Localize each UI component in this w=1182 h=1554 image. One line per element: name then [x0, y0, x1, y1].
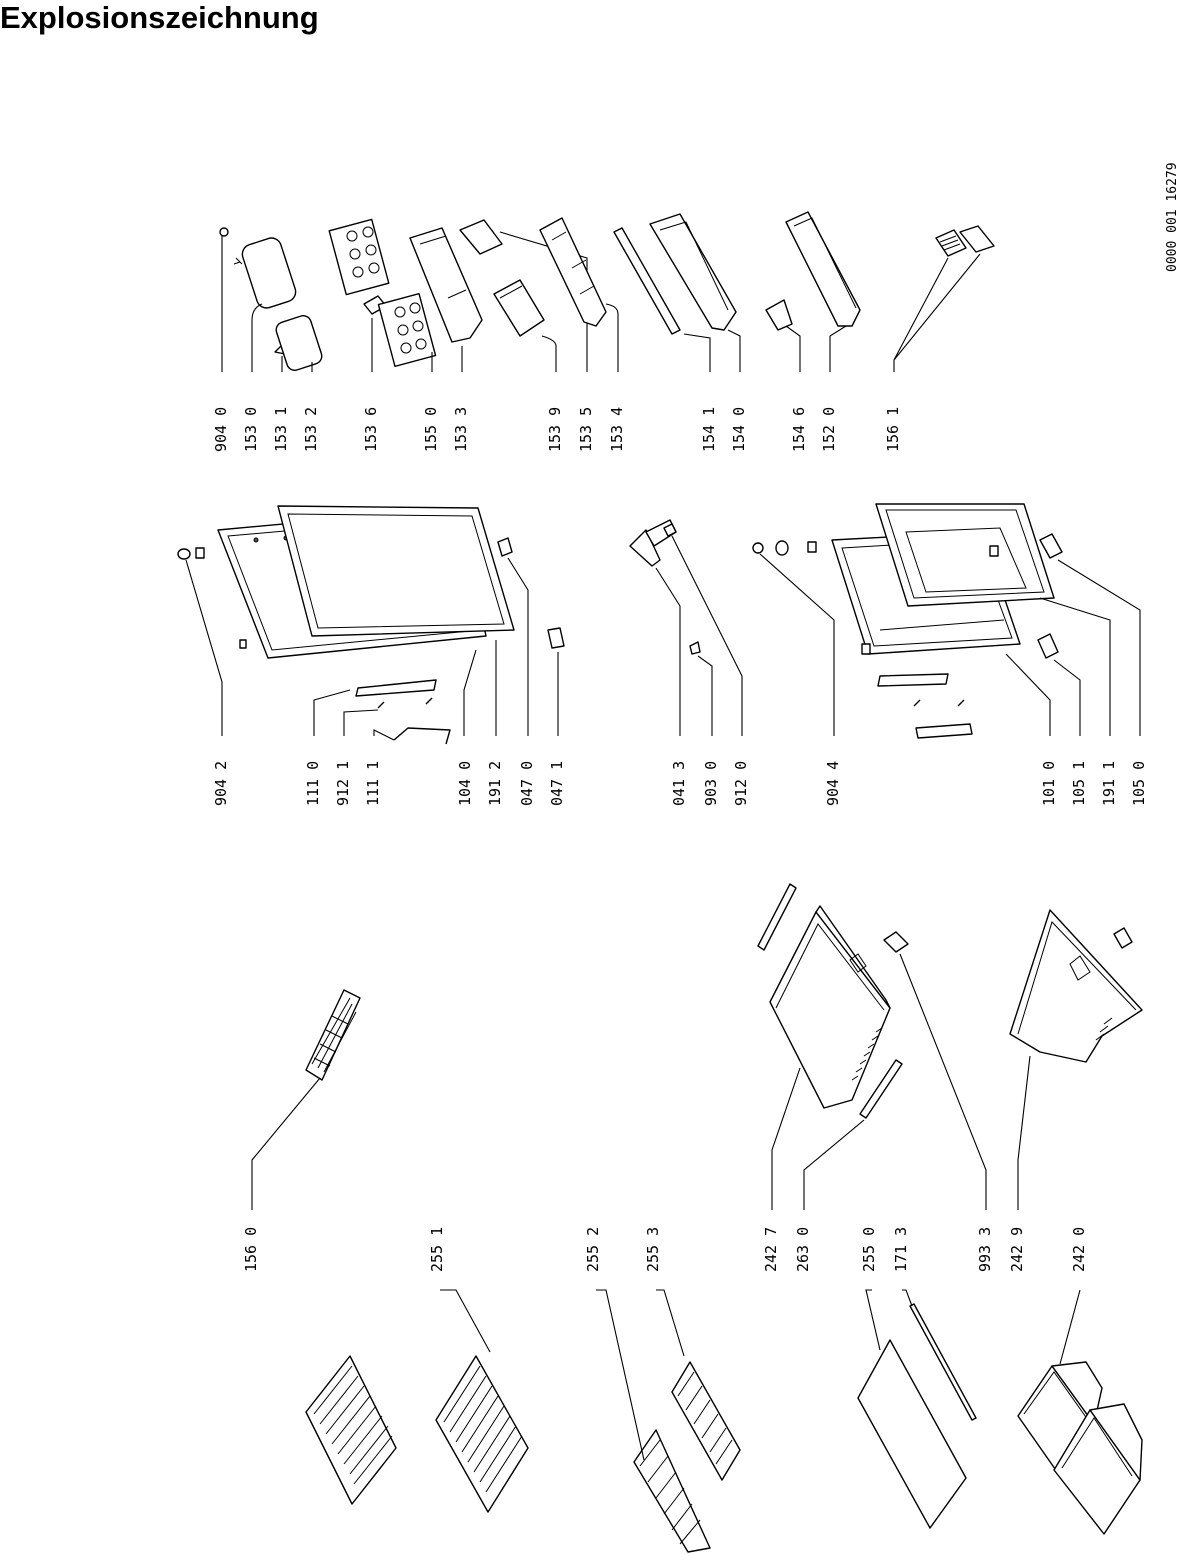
- label-242-7: 242 7: [762, 1226, 780, 1272]
- part-111-1-drawing: [373, 727, 451, 745]
- label-101-0: 101 0: [1040, 760, 1058, 806]
- part-153-5-drawing: [459, 219, 588, 372]
- label-993-3: 993 3: [976, 1226, 994, 1272]
- part-191-2-drawing: [277, 505, 515, 736]
- label-153-9: 153 9: [546, 406, 564, 452]
- label-105-1: 105 1: [1070, 760, 1088, 806]
- part-993-3-drawing: [883, 931, 987, 1210]
- label-111-1: 111 1: [364, 760, 382, 806]
- label-111-0: 111 0: [304, 760, 322, 806]
- label-171-3: 171 3: [892, 1226, 910, 1272]
- part-154-6-drawing: [765, 299, 801, 372]
- part-153-9-drawing: [493, 279, 557, 372]
- label-155-0: 155 0: [422, 406, 440, 452]
- page-title: Explosionszeichnung: [0, 0, 319, 35]
- label-191-2: 191 2: [486, 760, 504, 806]
- label-153-1: 153 1: [272, 406, 290, 452]
- part-152-0-drawing: [785, 211, 861, 372]
- part-903-0-drawing: [689, 641, 713, 736]
- label-047-0: 047 0: [518, 760, 536, 806]
- part-263-0-drawing: [803, 1059, 903, 1210]
- part-047-0-drawing: [497, 537, 529, 736]
- part-255-1-drawing: [305, 1289, 529, 1513]
- part-191-1-drawing: [875, 503, 1111, 736]
- label-153-4: 153 4: [608, 406, 626, 452]
- label-904-2: 904 2: [212, 760, 230, 806]
- label-912-1: 912 1: [334, 760, 352, 806]
- part-242-0-drawing: [1017, 1289, 1143, 1535]
- part-242-9-drawing: [1009, 909, 1143, 1210]
- label-904-0: 904 0: [212, 406, 230, 452]
- part-904-0-drawing: [219, 227, 229, 372]
- label-104-0: 104 0: [456, 760, 474, 806]
- part-154-1-drawing: [613, 227, 711, 372]
- label-255-1: 255 1: [428, 1226, 446, 1272]
- label-255-3: 255 3: [644, 1226, 662, 1272]
- label-263-0: 263 0: [794, 1226, 812, 1272]
- part-153-3-drawing: [409, 227, 483, 372]
- label-153-0: 153 0: [242, 406, 260, 452]
- part-255-2-drawing: [596, 1289, 711, 1553]
- label-154-6: 154 6: [790, 406, 808, 452]
- label-242-0: 242 0: [1070, 1226, 1088, 1272]
- label-047-1: 047 1: [548, 760, 566, 806]
- label-903-0: 903 0: [702, 760, 720, 806]
- part-155-0-drawing: [377, 292, 437, 372]
- part-153-6-drawing: [328, 218, 390, 372]
- part-255-3-drawing: [656, 1289, 741, 1481]
- part-156-0-drawing: [251, 989, 361, 1210]
- part-047-1-drawing: [547, 627, 565, 736]
- part-904-4-drawing: [752, 540, 835, 736]
- part-154-0-drawing: [649, 213, 741, 372]
- part-105-0-drawing: [1039, 533, 1141, 736]
- label-153-3: 153 3: [452, 406, 470, 452]
- part-255-0-drawing: [857, 1289, 967, 1529]
- label-041-3: 041 3: [670, 760, 688, 806]
- label-242-9: 242 9: [1008, 1226, 1026, 1272]
- door-handle-lower-drawing: [877, 673, 973, 739]
- part-041-3-drawing: [629, 519, 681, 736]
- part-912-1-drawing: [343, 697, 433, 736]
- label-191-1: 191 1: [1100, 760, 1118, 806]
- part-242-7-drawing: [757, 883, 891, 1210]
- label-156-1: 156 1: [884, 406, 902, 452]
- label-154-1: 154 1: [700, 406, 718, 452]
- label-153-5: 153 5: [577, 406, 595, 452]
- label-156-0: 156 0: [242, 1226, 260, 1272]
- label-153-6: 153 6: [362, 406, 380, 452]
- label-152-0: 152 0: [820, 406, 838, 452]
- label-904-4: 904 4: [824, 760, 842, 806]
- part-153-2-drawing: [275, 315, 323, 372]
- label-255-0: 255 0: [860, 1226, 878, 1272]
- part-171-3-drawing: [902, 1289, 977, 1421]
- label-255-2: 255 2: [584, 1226, 602, 1272]
- part-111-0-drawing: [313, 679, 437, 736]
- part-904-2-drawing: [177, 547, 223, 736]
- part-105-1-drawing: [1037, 633, 1081, 736]
- label-154-0: 154 0: [730, 406, 748, 452]
- label-912-0: 912 0: [732, 760, 750, 806]
- part-153-4-drawing: [539, 217, 619, 372]
- part-912-0-drawing: [663, 523, 743, 736]
- part-156-1-drawing: [893, 225, 995, 372]
- label-105-0: 105 0: [1130, 760, 1148, 806]
- label-153-2: 153 2: [302, 406, 320, 452]
- part-153-0-drawing: [233, 237, 297, 372]
